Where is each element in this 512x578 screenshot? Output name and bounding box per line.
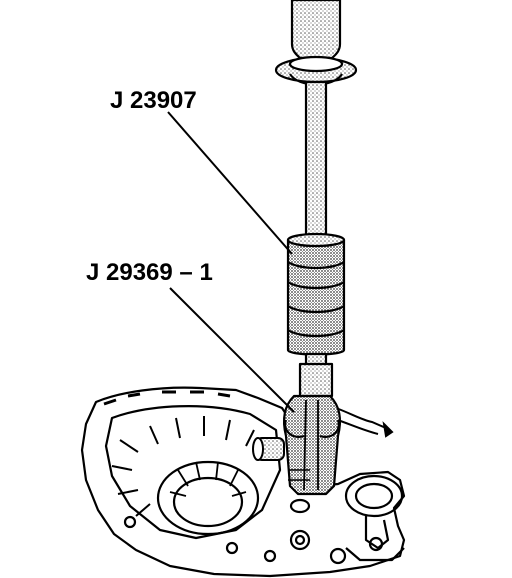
callout-remover-adapter: J 29369 – 1 — [86, 259, 213, 286]
remover-adapter — [283, 362, 341, 514]
side-shaft-boss — [252, 437, 285, 461]
callout-slide-hammer: J 23907 — [110, 87, 197, 114]
leader-slide-hammer — [167, 111, 293, 255]
leader-remover-adapter — [169, 287, 295, 413]
transmission-case — [80, 386, 406, 578]
leader-lines — [167, 111, 295, 413]
slide-hammer — [274, 0, 358, 374]
